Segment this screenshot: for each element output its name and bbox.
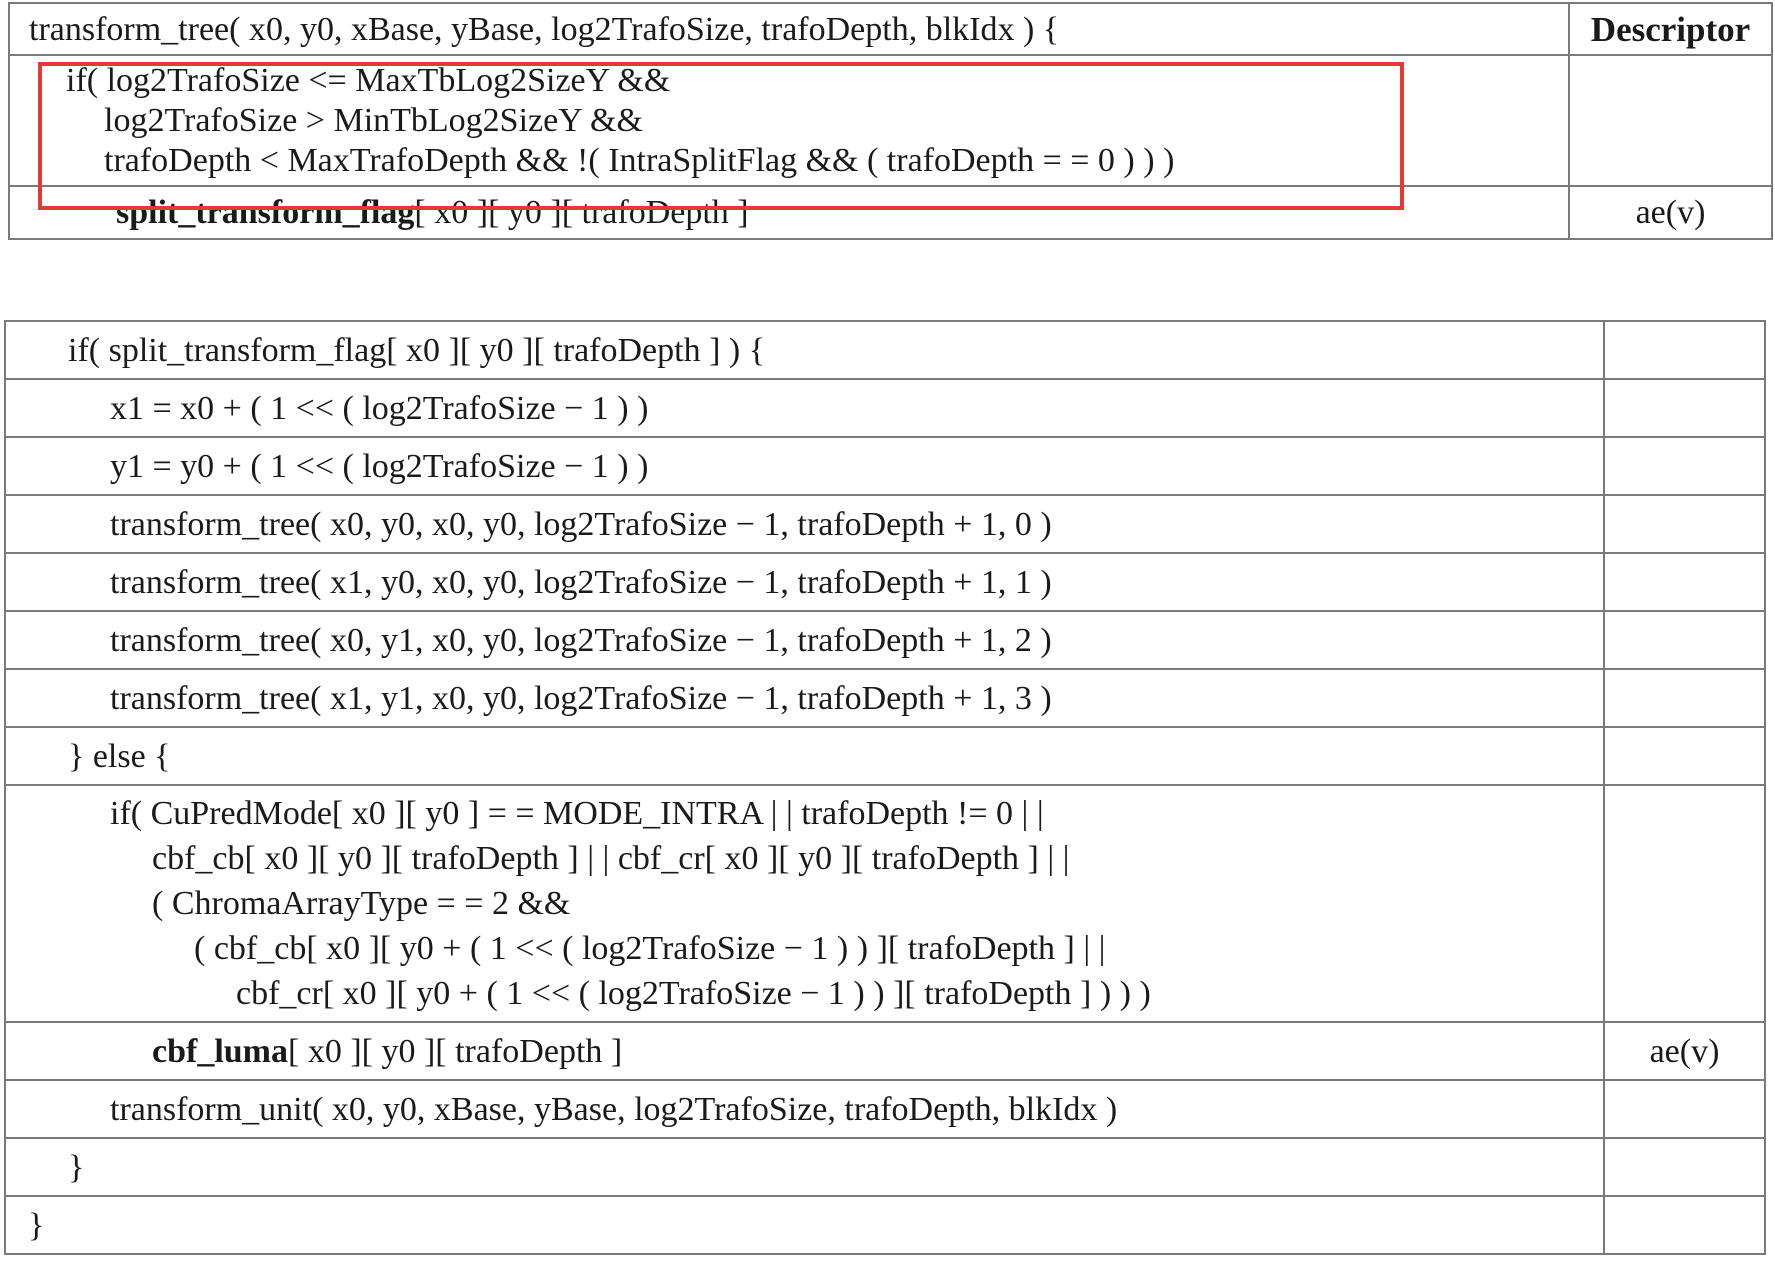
split-flag-cell: split_transform_flag[ x0 ][ y0 ][ trafoD…: [8, 185, 1570, 240]
syntax-line-close-outer: }: [4, 1195, 1605, 1255]
table-row: } else {: [4, 726, 1766, 786]
descriptor-cell-empty: [1603, 726, 1766, 786]
table-row: cbf_luma[ x0 ][ y0 ][ trafoDepth ] ae(v): [4, 1021, 1766, 1081]
condition-line-2: log2TrafoSize > MinTbLog2SizeY &&: [104, 101, 643, 139]
table-row: y1 = y0 + ( 1 << ( log2TrafoSize − 1 ) ): [4, 436, 1766, 496]
table-row: transform_tree( x0, y0, x0, y0, log2Traf…: [4, 494, 1766, 554]
syntax-line-x1: x1 = x0 + ( 1 << ( log2TrafoSize − 1 ) ): [4, 378, 1605, 438]
descriptor-cell-empty: [1603, 378, 1766, 438]
table-row: transform_tree( x1, y1, x0, y0, log2Traf…: [4, 668, 1766, 728]
table-row: if( CuPredMode[ x0 ][ y0 ] = = MODE_INTR…: [4, 784, 1766, 1023]
table-row: }: [4, 1137, 1766, 1197]
syntax-line-transform-unit: transform_unit( x0, y0, xBase, yBase, lo…: [4, 1079, 1605, 1139]
descriptor-cell-empty: [1603, 784, 1766, 1023]
table-row: x1 = x0 + ( 1 << ( log2TrafoSize − 1 ) ): [4, 378, 1766, 438]
condition-line-3: trafoDepth < MaxTrafoDepth && !( IntraSp…: [104, 141, 1175, 179]
table-row: transform_tree( x0, y1, x0, y0, log2Traf…: [4, 610, 1766, 670]
cbf-luma-descriptor: ae(v): [1603, 1021, 1766, 1081]
cbf-condition-line-2: cbf_cb[ x0 ][ y0 ][ trafoDepth ] | | cbf…: [152, 840, 1070, 877]
descriptor-cell-empty: [1603, 1137, 1766, 1197]
red-highlight-box: [38, 62, 1404, 210]
syntax-cbf-condition-cell: if( CuPredMode[ x0 ][ y0 ] = = MODE_INTR…: [4, 784, 1605, 1023]
syntax-table-top: transform_tree( x0, y0, xBase, yBase, lo…: [8, 2, 1773, 240]
condition-cell: if( log2TrafoSize <= MaxTbLog2SizeY && l…: [8, 54, 1570, 187]
syntax-line-transform-tree-2: transform_tree( x0, y1, x0, y0, log2Traf…: [4, 610, 1605, 670]
syntax-line-transform-tree-0: transform_tree( x0, y0, x0, y0, log2Traf…: [4, 494, 1605, 554]
syntax-table-bottom: if( split_transform_flag[ x0 ][ y0 ][ tr…: [4, 320, 1766, 1255]
descriptor-cell-empty: [1603, 1195, 1766, 1255]
table-row: transform_tree( x1, y0, x0, y0, log2Traf…: [4, 552, 1766, 612]
table-row: split_transform_flag[ x0 ][ y0 ][ trafoD…: [8, 185, 1773, 240]
cbf-condition-line-4: ( cbf_cb[ x0 ][ y0 + ( 1 << ( log2TrafoS…: [194, 930, 1106, 967]
syntax-line-cbf-luma: cbf_luma[ x0 ][ y0 ][ trafoDepth ]: [4, 1021, 1605, 1081]
syntax-line-y1: y1 = y0 + ( 1 << ( log2TrafoSize − 1 ) ): [4, 436, 1605, 496]
table-row: transform_unit( x0, y0, xBase, yBase, lo…: [4, 1079, 1766, 1139]
descriptor-cell-empty: [1603, 494, 1766, 554]
syntax-line-else: } else {: [4, 726, 1605, 786]
split-flag-descriptor: ae(v): [1568, 185, 1773, 240]
syntax-line-close-inner: }: [4, 1137, 1605, 1197]
descriptor-header: Descriptor: [1568, 2, 1773, 56]
cbf-condition-line-3: ( ChromaArrayType = = 2 &&: [152, 885, 571, 922]
descriptor-cell-empty: [1603, 436, 1766, 496]
descriptor-cell-empty: [1603, 668, 1766, 728]
syntax-header-cell: transform_tree( x0, y0, xBase, yBase, lo…: [8, 2, 1570, 56]
table-row: if( log2TrafoSize <= MaxTbLog2SizeY && l…: [8, 54, 1773, 187]
syntax-line-transform-tree-1: transform_tree( x1, y0, x0, y0, log2Traf…: [4, 552, 1605, 612]
condition-line-1: if( log2TrafoSize <= MaxTbLog2SizeY &&: [66, 61, 671, 99]
syntax-line-if-split: if( split_transform_flag[ x0 ][ y0 ][ tr…: [4, 320, 1605, 380]
split-transform-flag-name: split_transform_flag: [116, 194, 415, 231]
table-row: transform_tree( x0, y0, xBase, yBase, lo…: [8, 2, 1773, 56]
cbf-condition-line-5: cbf_cr[ x0 ][ y0 + ( 1 << ( log2TrafoSiz…: [236, 975, 1151, 1012]
descriptor-cell-empty: [1568, 54, 1773, 187]
cbf-luma-args: [ x0 ][ y0 ][ trafoDepth ]: [288, 1032, 623, 1070]
descriptor-cell-empty: [1603, 610, 1766, 670]
descriptor-cell-empty: [1603, 1079, 1766, 1139]
cbf-luma-name: cbf_luma: [152, 1032, 288, 1070]
table-row: }: [4, 1195, 1766, 1255]
split-transform-flag-args: [ x0 ][ y0 ][ trafoDepth ]: [414, 194, 749, 231]
syntax-line-transform-tree-3: transform_tree( x1, y1, x0, y0, log2Traf…: [4, 668, 1605, 728]
function-signature: transform_tree( x0, y0, xBase, yBase, lo…: [29, 10, 1060, 48]
descriptor-cell-empty: [1603, 552, 1766, 612]
table-row: if( split_transform_flag[ x0 ][ y0 ][ tr…: [4, 320, 1766, 380]
cbf-condition-line-1: if( CuPredMode[ x0 ][ y0 ] = = MODE_INTR…: [110, 795, 1044, 832]
descriptor-cell-empty: [1603, 320, 1766, 380]
